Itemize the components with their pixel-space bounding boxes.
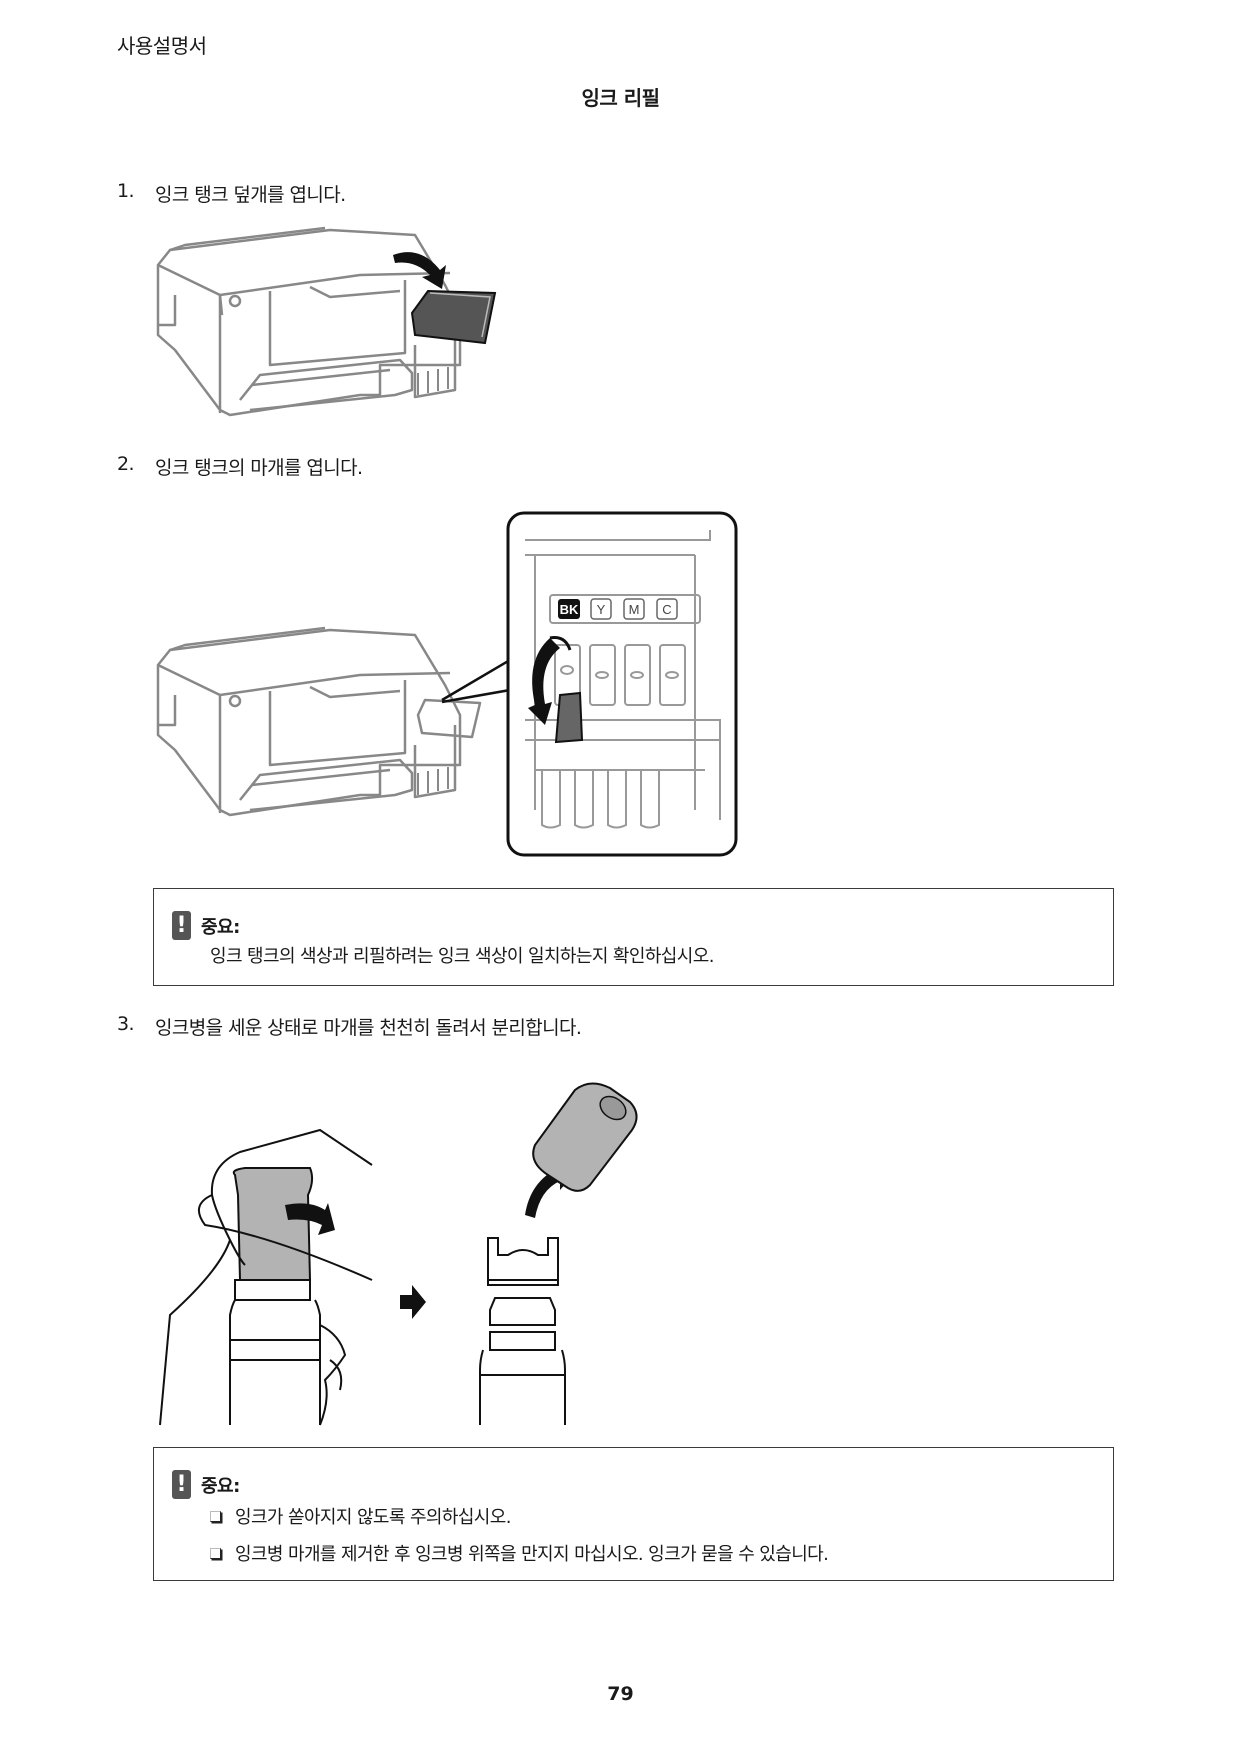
- step-text: 잉크병을 세운 상태로 마개를 천천히 돌려서 분리합니다.: [155, 1017, 582, 1039]
- caution-header: ! 중요:: [172, 911, 240, 940]
- exclamation-icon: !: [172, 911, 191, 940]
- tank-label-y: Y: [597, 602, 606, 617]
- caution-box-1: ! 중요: 잉크 탱크의 색상과 리필하려는 잉크 색상이 일치하는지 확인하십…: [153, 888, 1114, 986]
- caution-header: ! 중요:: [172, 1470, 240, 1499]
- caution-text: 잉크 탱크의 색상과 리필하려는 잉크 색상이 일치하는지 확인하십시오.: [210, 946, 714, 967]
- tank-label-c: C: [662, 602, 671, 617]
- caution-title: 중요:: [201, 916, 240, 938]
- checkbox-bullet-icon: [210, 1510, 221, 1522]
- caution-list-item: 잉크병 마개를 제거한 후 잉크병 위쪽을 만지지 마십시오. 잉크가 묻을 수…: [210, 1540, 829, 1566]
- exclamation-icon: !: [172, 1470, 191, 1499]
- step-text: 잉크 탱크 덮개를 엽니다.: [155, 184, 346, 206]
- step-text: 잉크 탱크의 마개를 엽니다.: [155, 457, 363, 479]
- step-2: 2. 잉크 탱크의 마개를 엽니다.: [117, 453, 363, 480]
- printer-tank-cap-illustration: BK Y M C: [156, 511, 738, 857]
- section-title: 잉크 리필: [581, 86, 660, 110]
- step-number: 1.: [117, 180, 135, 202]
- caution-title: 중요:: [201, 1475, 240, 1497]
- checkbox-bullet-icon: [210, 1547, 221, 1559]
- running-header: 사용설명서: [117, 34, 207, 58]
- tank-label-bk: BK: [560, 602, 579, 617]
- tank-label-m: M: [629, 602, 640, 617]
- ink-bottle-cap-removal-illustration: [159, 1082, 638, 1426]
- printer-open-tank-cover-illustration: [156, 226, 497, 417]
- step-1: 1. 잉크 탱크 덮개를 엽니다.: [117, 180, 346, 207]
- step-3: 3. 잉크병을 세운 상태로 마개를 천천히 돌려서 분리합니다.: [117, 1013, 582, 1040]
- page-number: 79: [607, 1683, 634, 1705]
- caution-list-item: 잉크가 쏟아지지 않도록 주의하십시오.: [210, 1503, 511, 1529]
- step-number: 3.: [117, 1013, 135, 1035]
- step-number: 2.: [117, 453, 135, 475]
- caution-box-2: ! 중요: 잉크가 쏟아지지 않도록 주의하십시오. 잉크병 마개를 제거한 후…: [153, 1447, 1114, 1581]
